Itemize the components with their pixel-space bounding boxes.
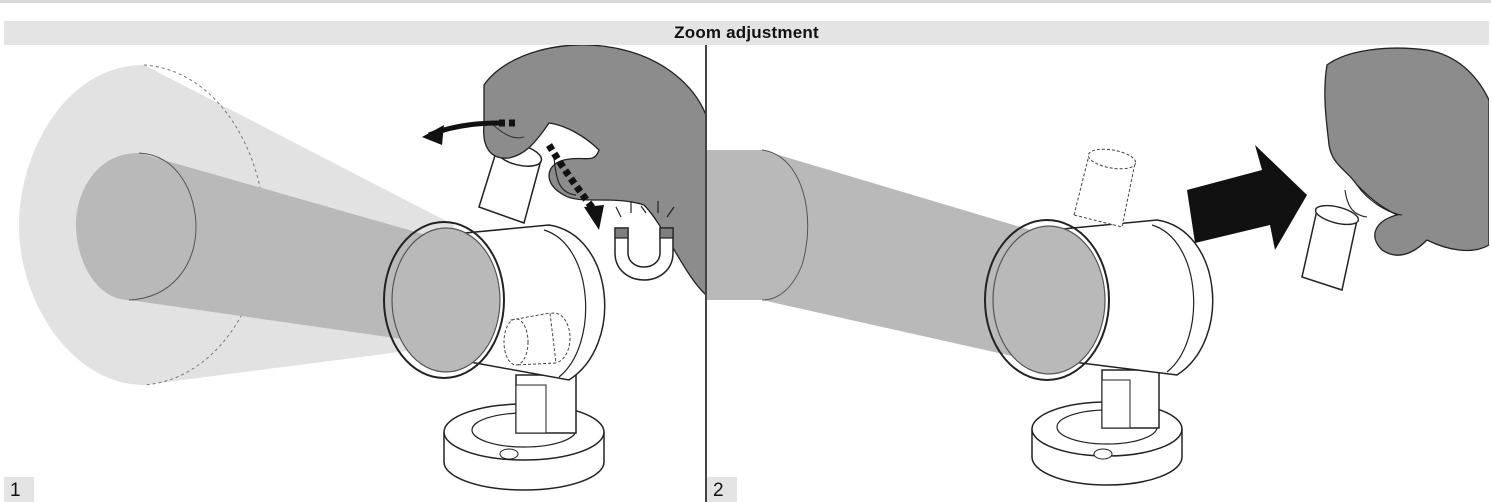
- push-arrow-icon: [1187, 145, 1307, 250]
- lens-ring-outer: [383, 221, 505, 379]
- lens-ring-outer: [984, 219, 1110, 381]
- narrow-beam-front: [761, 149, 809, 301]
- lens-ring-inner: [992, 225, 1106, 375]
- step-number-1: 1: [4, 477, 34, 502]
- rotate-arrow-icon: [422, 119, 519, 145]
- narrow-beam-cone: [76, 153, 444, 345]
- top-rule: [0, 0, 1491, 3]
- step-number-2: 2: [707, 477, 737, 502]
- panel-divider: [705, 45, 707, 502]
- narrow-beam-front: [128, 152, 197, 301]
- hand: [483, 45, 706, 296]
- page-title: Zoom adjustment: [674, 23, 819, 42]
- step-2-illustration: [707, 47, 1489, 486]
- lens-ring-inner: [391, 227, 501, 373]
- magnet-icon: [614, 201, 675, 281]
- header-bar: Zoom adjustment: [4, 21, 1489, 45]
- hand: [1324, 47, 1489, 256]
- rotate-arrow-down-icon: [545, 143, 604, 230]
- step-panel-2: 2: [707, 45, 1489, 502]
- base-screw-icon: [1093, 448, 1113, 460]
- removed-knob-outline: [1073, 154, 1136, 228]
- step-1-illustration: [19, 45, 706, 491]
- base-screw-icon: [499, 448, 519, 460]
- step-panel-1: 1: [4, 45, 706, 502]
